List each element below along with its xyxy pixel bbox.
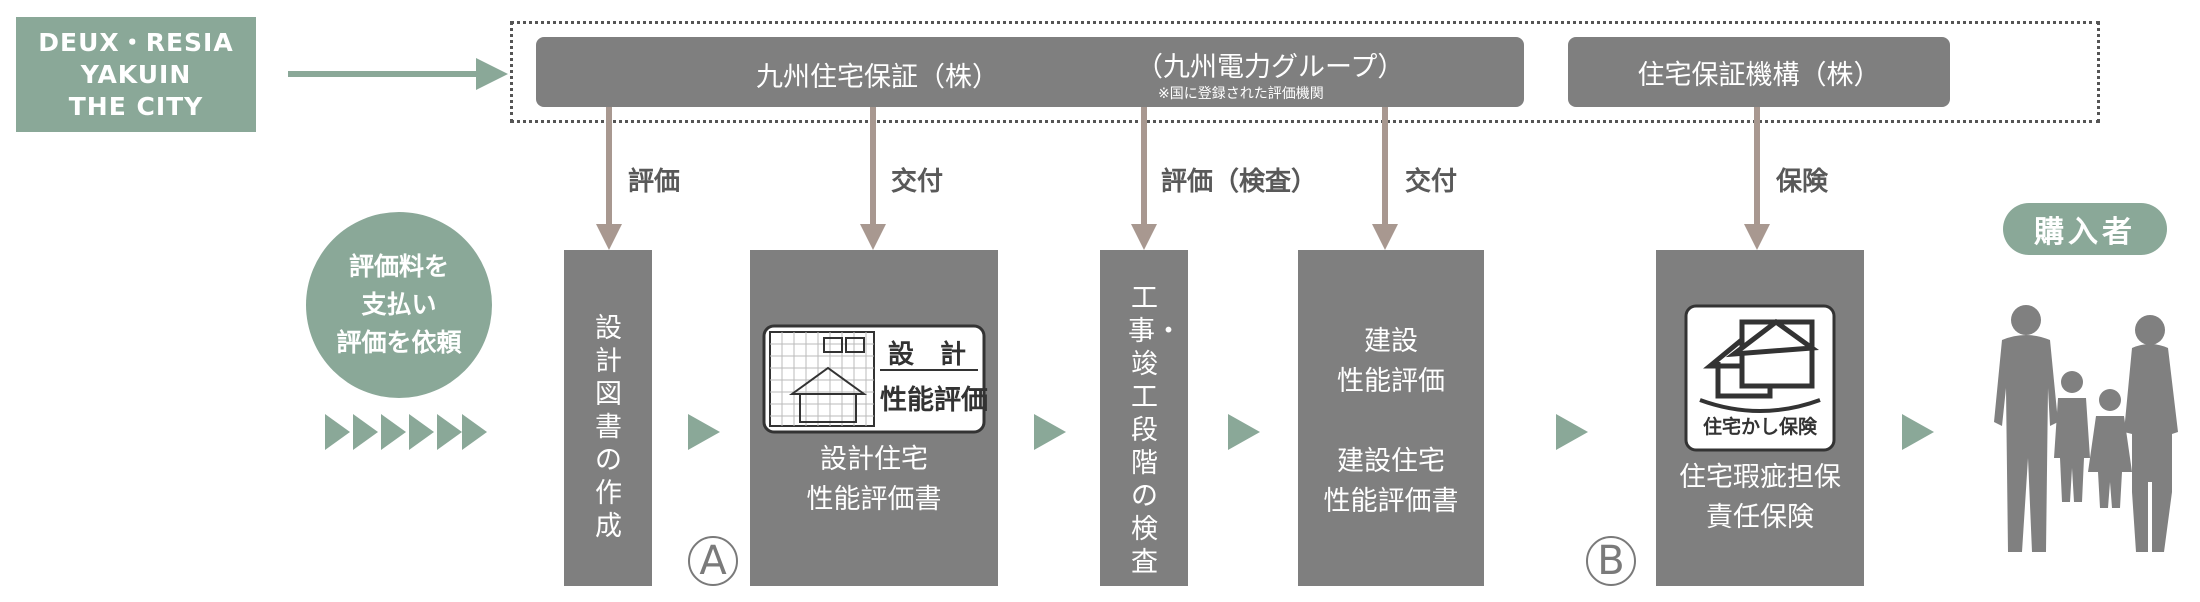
buyer-pill: 購入者 xyxy=(2003,203,2167,255)
label-eval-inspect: 評価（検査） xyxy=(1161,167,1318,197)
warranty-line-2: 責任保険 xyxy=(1706,502,1814,533)
step-warranty-insurance: 住宅かし保険 住宅瑕疵担保 責任保険 xyxy=(1656,250,1864,586)
play-arrow-step-5 xyxy=(1902,414,1934,450)
logo-line-1: DEUX・RESIA xyxy=(38,27,234,57)
warranty-insurance-icon xyxy=(1684,304,1836,452)
play-arrow-2 xyxy=(353,414,378,450)
housing-warranty-org-bar: 住宅保証機構（株） xyxy=(1568,37,1950,107)
logo-line-3: THE CITY xyxy=(68,91,204,121)
play-arrow-step-3 xyxy=(1228,414,1260,450)
build-line-5: 性能評価書 xyxy=(1323,486,1459,517)
build-line-1: 建設 xyxy=(1364,326,1418,357)
logo-badge: DEUX・RESIA YAKUIN THE CITY xyxy=(16,17,256,132)
evaluation-agencies-frame xyxy=(510,21,2100,123)
arrow-eval1 xyxy=(606,107,612,227)
logo-arrow xyxy=(288,58,508,90)
arrow-issue1 xyxy=(870,107,876,227)
build-line-4: 建設住宅 xyxy=(1337,446,1445,477)
warranty-icon-label: 住宅かし保険 xyxy=(1702,416,1817,438)
arrow-insurance xyxy=(1754,107,1760,227)
construction-inspection-label: 工事・竣工段階の検査 xyxy=(1128,283,1182,578)
kyushu-housing-warranty-bar: 九州住宅保証（株） （九州電力グループ） ※国に登録された評価機関 xyxy=(536,37,1524,107)
label-eval1: 評価 xyxy=(628,167,681,197)
registered-agency-note: ※国に登録された評価機関 xyxy=(1158,86,1324,102)
play-arrow-6 xyxy=(462,414,487,450)
label-issue2: 交付 xyxy=(1405,167,1458,197)
play-arrow-4 xyxy=(409,414,434,450)
play-arrow-3 xyxy=(381,414,406,450)
kyushu-electric-group-label: （九州電力グループ） xyxy=(1136,52,1405,83)
housing-warranty-org-label: 住宅保証機構（株） xyxy=(1637,59,1881,91)
marker-b: B xyxy=(1586,536,1636,586)
play-arrow-step-4 xyxy=(1556,414,1588,450)
warranty-line-1: 住宅瑕疵担保 xyxy=(1679,462,1841,493)
client-line-3: 評価を依頼 xyxy=(336,328,462,357)
kyushu-housing-warranty-label: 九州住宅保証（株） xyxy=(756,62,999,93)
play-arrow-step-2 xyxy=(1034,414,1066,450)
design-perf-line-2: 性能評価書 xyxy=(806,484,942,515)
marker-a: A xyxy=(688,536,738,586)
step-design-performance: 設 計 性能評価 設計住宅 性能評価書 xyxy=(750,250,998,586)
step-construction-performance: 建設 性能評価 建設住宅 性能評価書 xyxy=(1298,250,1484,586)
design-docs-label: 設計図書の作成 xyxy=(595,313,622,542)
build-line-2: 性能評価 xyxy=(1337,366,1445,397)
logo-line-2: YAKUIN xyxy=(80,59,192,89)
step-construction-inspection: 工事・竣工段階の検査 xyxy=(1100,250,1188,586)
play-arrow-step-1 xyxy=(688,414,720,450)
arrow-eval-inspect xyxy=(1141,107,1147,227)
label-insurance: 保険 xyxy=(1776,167,1829,197)
arrow-issue2 xyxy=(1382,107,1388,227)
client-line-2: 支払い xyxy=(361,290,437,319)
client-request-circle: 評価料を 支払い 評価を依頼 xyxy=(306,212,492,398)
design-icon-bottom: 性能評価 xyxy=(880,385,988,416)
buyer-family-silhouette xyxy=(1994,305,2178,552)
label-issue1: 交付 xyxy=(891,167,944,197)
design-performance-icon xyxy=(762,324,986,434)
play-arrow-1 xyxy=(325,414,350,450)
step-design-docs: 設計図書の作成 xyxy=(564,250,652,586)
client-line-1: 評価料を xyxy=(348,252,449,281)
play-arrow-5 xyxy=(437,414,462,450)
design-perf-line-1: 設計住宅 xyxy=(820,444,928,475)
design-icon-top: 設 計 xyxy=(888,340,967,370)
